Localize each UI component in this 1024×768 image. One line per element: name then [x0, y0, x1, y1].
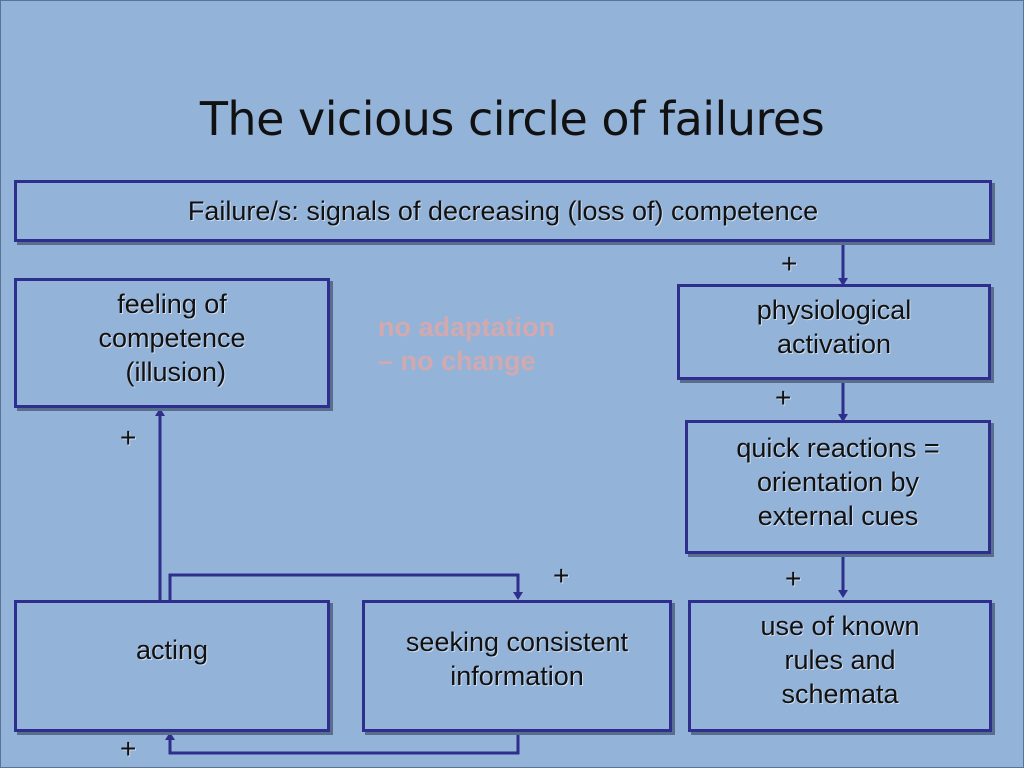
plus-sign-physio-quick: +	[775, 382, 792, 413]
seeking-information-box: seeking consistent information	[362, 600, 672, 732]
slide-title: The vicious circle of failures	[199, 92, 825, 146]
quick-line-1: quick reactions =	[736, 433, 940, 463]
feeling-of-competence-box: feeling of competence (illusion)	[14, 278, 330, 408]
seeking-line-2: information	[450, 661, 584, 691]
seeking-line-1: seeking consistent	[405, 627, 629, 657]
quick-line-2: orientation by	[756, 467, 920, 497]
note-line-2: – no change	[378, 346, 536, 376]
acting-box: acting	[14, 600, 330, 732]
rules-line-1: use of known	[760, 611, 920, 641]
failure-signals-box: Failure/s: signals of decreasing (loss o…	[14, 180, 992, 242]
plus-sign-quick-rules: +	[785, 563, 802, 594]
plus-sign-acting-seeking: +	[553, 560, 570, 591]
arrow-seeking-to-acting	[165, 732, 520, 755]
quick-line-3: external cues	[757, 501, 919, 531]
plus-sign-failure-physio: +	[781, 248, 798, 279]
no-adaptation-note: no adaptation – no change	[378, 310, 555, 378]
plus-sign-acting-feeling: +	[120, 422, 137, 453]
plus-sign-seeking-acting: +	[120, 733, 137, 764]
feeling-line-1: feeling of	[117, 289, 227, 319]
known-rules-box: use of known rules and schemata	[688, 600, 992, 732]
rules-line-2: rules and	[784, 645, 896, 675]
note-line-1: no adaptation	[378, 312, 555, 342]
physiological-activation-box: physiological activation	[677, 284, 991, 380]
feeling-line-3: (illusion)	[117, 357, 227, 387]
arrow-acting-to-seeking	[168, 573, 523, 600]
failure-signals-label: Failure/s: signals of decreasing (loss o…	[187, 196, 819, 226]
physiological-line-2: activation	[776, 329, 892, 359]
rules-line-3: schemata	[781, 679, 899, 709]
acting-label: acting	[135, 635, 209, 665]
quick-reactions-box: quick reactions = orientation by externa…	[685, 420, 991, 554]
physiological-line-1: physiological	[756, 295, 912, 325]
feeling-line-2: competence	[98, 323, 246, 353]
